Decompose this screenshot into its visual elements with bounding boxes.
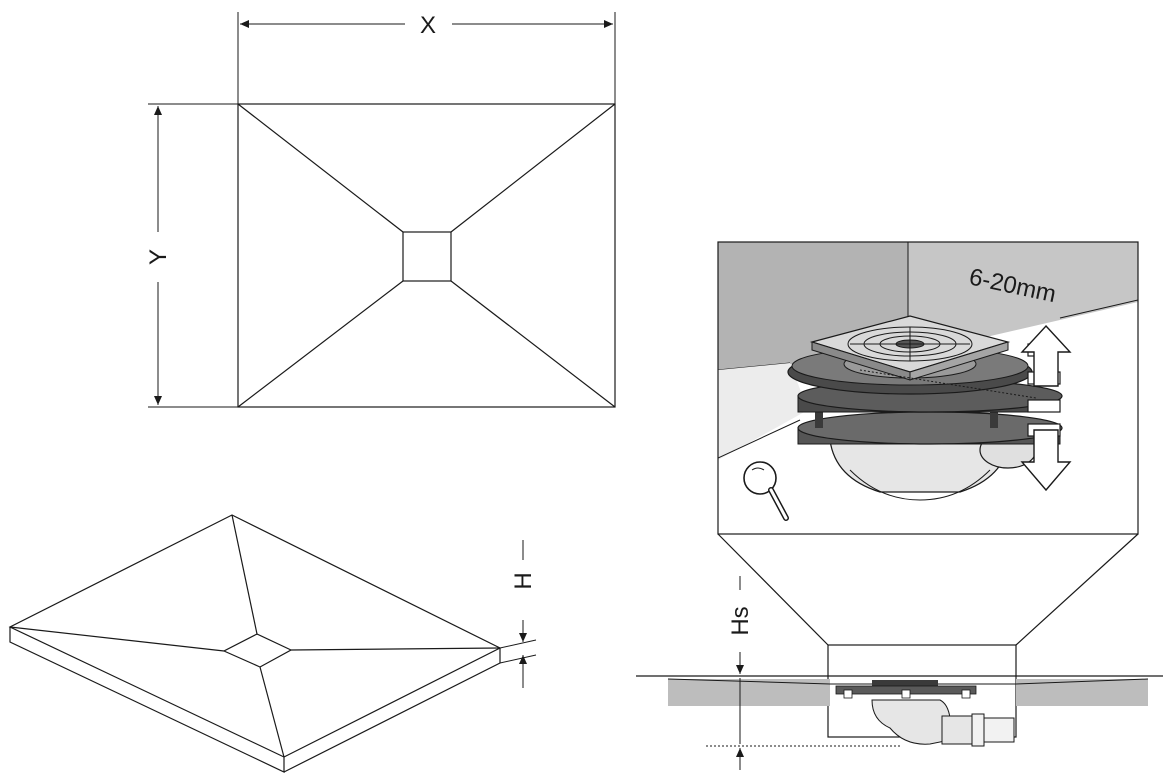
section-trap xyxy=(871,699,951,745)
slope-line xyxy=(9,626,225,652)
arrow-down-icon xyxy=(1020,429,1072,492)
top-view: X Y xyxy=(145,12,616,408)
h-extension-top xyxy=(499,639,537,649)
right-wall xyxy=(908,242,1138,355)
slope-line xyxy=(259,666,285,758)
tray-front-right-face xyxy=(283,648,501,773)
slope-line xyxy=(237,103,404,233)
funnel-line-left xyxy=(717,533,829,646)
drain-square-iso xyxy=(222,633,293,668)
magnifier-icon xyxy=(743,461,789,521)
arrow-up-icon xyxy=(1020,324,1072,387)
section-grate xyxy=(872,680,938,686)
h-extension-bottom xyxy=(499,654,537,664)
slope-line xyxy=(450,280,616,408)
drain-square xyxy=(402,231,452,282)
h-label: H xyxy=(510,572,537,589)
slope-line xyxy=(290,647,501,651)
x-label: X xyxy=(420,12,436,39)
detail-frame xyxy=(717,241,1139,535)
tray-top-face xyxy=(8,514,502,758)
spacer-post xyxy=(990,400,998,428)
tray-outline xyxy=(237,103,616,408)
hs-label: Hs xyxy=(727,606,754,635)
y-label: Y xyxy=(145,249,172,265)
floor-slab-right xyxy=(1016,679,1148,706)
slope-line xyxy=(231,514,258,635)
spacer-post xyxy=(815,400,823,428)
floor-slab-left xyxy=(668,679,830,706)
detail-callout: 6-20mm xyxy=(718,242,1138,521)
floor xyxy=(718,363,808,460)
funnel-line-right xyxy=(1015,533,1139,646)
isometric-view: H xyxy=(8,514,537,773)
tray-front-left-face xyxy=(9,627,285,773)
slope-line xyxy=(450,103,616,233)
slope-line xyxy=(237,280,404,408)
section-outlet xyxy=(941,715,973,745)
detail-view: 6-20mm Hs xyxy=(636,241,1163,770)
